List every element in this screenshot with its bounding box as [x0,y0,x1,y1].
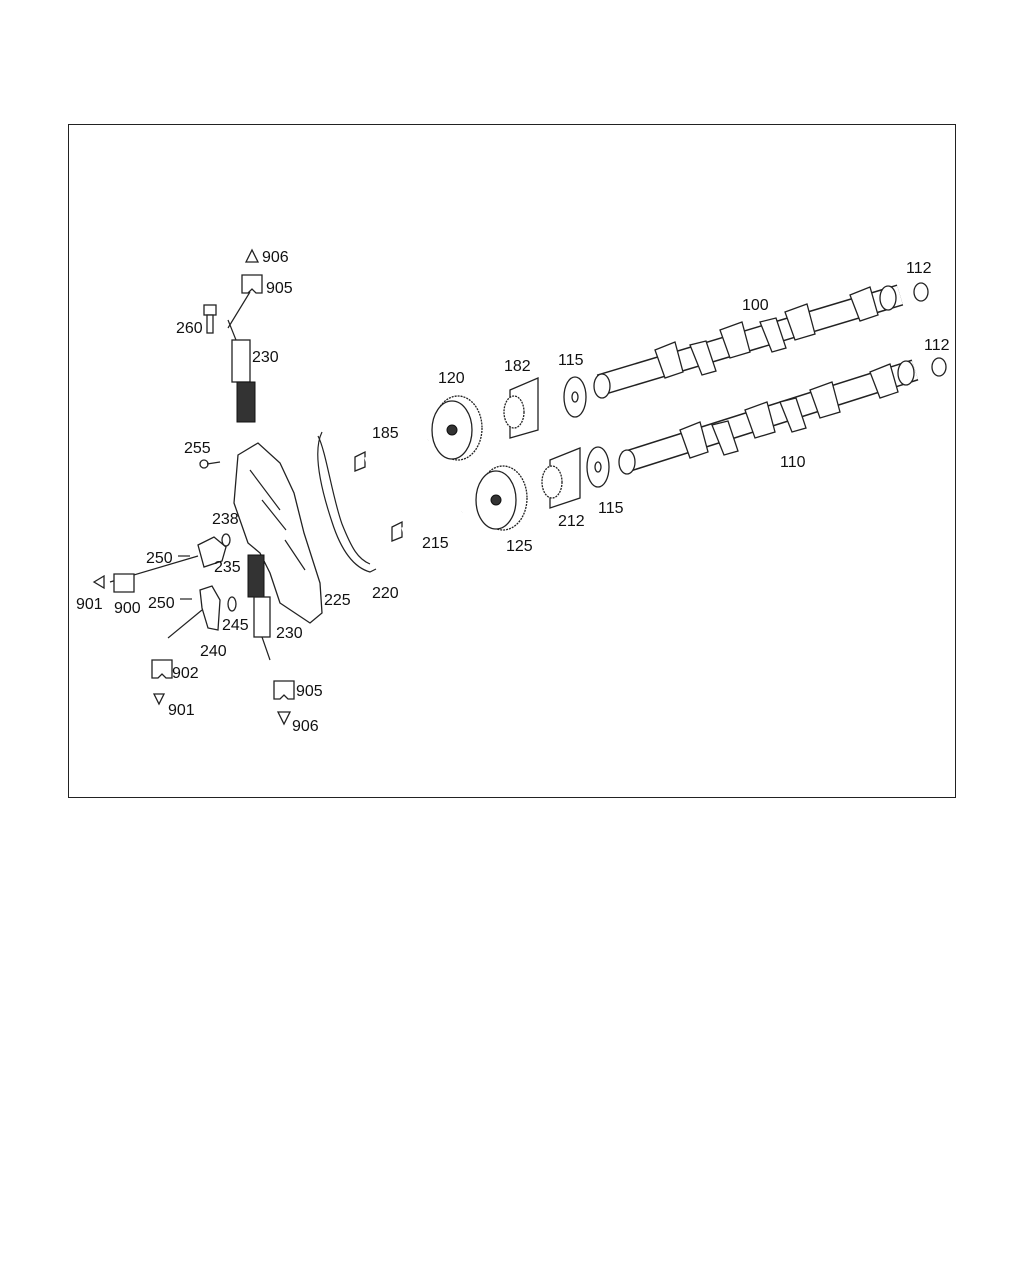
label-238: 238 [212,511,239,528]
bolt-185[interactable] [354,437,429,472]
bolt-215[interactable] [391,509,463,542]
label-260: 260 [176,320,203,337]
washer-115-lower[interactable] [586,446,610,488]
label-182: 182 [504,358,531,375]
label-906: 906 [262,249,289,266]
label-125: 125 [506,538,533,555]
label-906: 906 [292,718,319,735]
connector-901-left[interactable] [92,574,105,590]
washer-115-upper[interactable] [563,376,587,418]
label-115: 115 [598,500,624,517]
label-230: 230 [252,349,279,366]
label-112: 112 [906,260,932,277]
label-240: 240 [200,643,227,660]
label-250: 250 [146,550,173,567]
label-901: 901 [168,702,195,719]
housing-225[interactable] [233,442,323,624]
trigger-wheel-212[interactable] [541,447,581,509]
label-250: 250 [148,595,175,612]
adjuster-120[interactable] [431,395,483,461]
label-235: 235 [214,559,241,576]
connector-906-lower[interactable] [276,711,292,726]
label-220: 220 [372,585,399,602]
sensor-235[interactable] [197,533,231,568]
bolt-260[interactable] [203,304,217,334]
label-185: 185 [372,425,399,442]
label-115: 115 [558,352,584,369]
label-230: 230 [276,625,303,642]
label-901: 901 [76,596,103,613]
label-212: 212 [558,513,585,530]
solenoid-230-lower[interactable] [247,554,271,661]
plug-112-upper[interactable] [913,282,929,302]
plug-112-lower[interactable] [931,357,947,377]
bolt-255[interactable] [199,459,221,469]
connector-905-upper[interactable] [241,274,263,294]
connector-900[interactable] [113,573,135,593]
adjuster-125[interactable] [475,465,528,531]
label-120: 120 [438,370,465,387]
solenoid-230-upper[interactable] [227,319,256,423]
trigger-wheel-182[interactable] [503,377,539,439]
label-255: 255 [184,440,211,457]
label-245: 245 [222,617,249,634]
label-110: 110 [780,454,806,471]
connector-901-bottom[interactable] [152,693,166,706]
label-215: 215 [422,535,449,552]
label-905: 905 [296,683,323,700]
connector-906-upper[interactable] [244,248,260,263]
gasket-220[interactable] [317,431,377,573]
label-112: 112 [924,337,950,354]
callout-labels: 906 905 260 230 255 238 250 235 901 900 … [76,249,950,735]
label-225: 225 [324,592,351,609]
camshaft-100[interactable] [593,284,904,399]
label-902: 902 [172,665,199,682]
diagram-frame [68,124,956,798]
label-905: 905 [266,280,293,297]
sensor-240[interactable] [199,585,237,631]
label-100: 100 [742,297,769,314]
connector-905-lower[interactable] [273,680,295,700]
camshaft-110[interactable] [618,359,919,475]
label-900: 900 [114,600,141,617]
connector-902[interactable] [151,659,173,679]
